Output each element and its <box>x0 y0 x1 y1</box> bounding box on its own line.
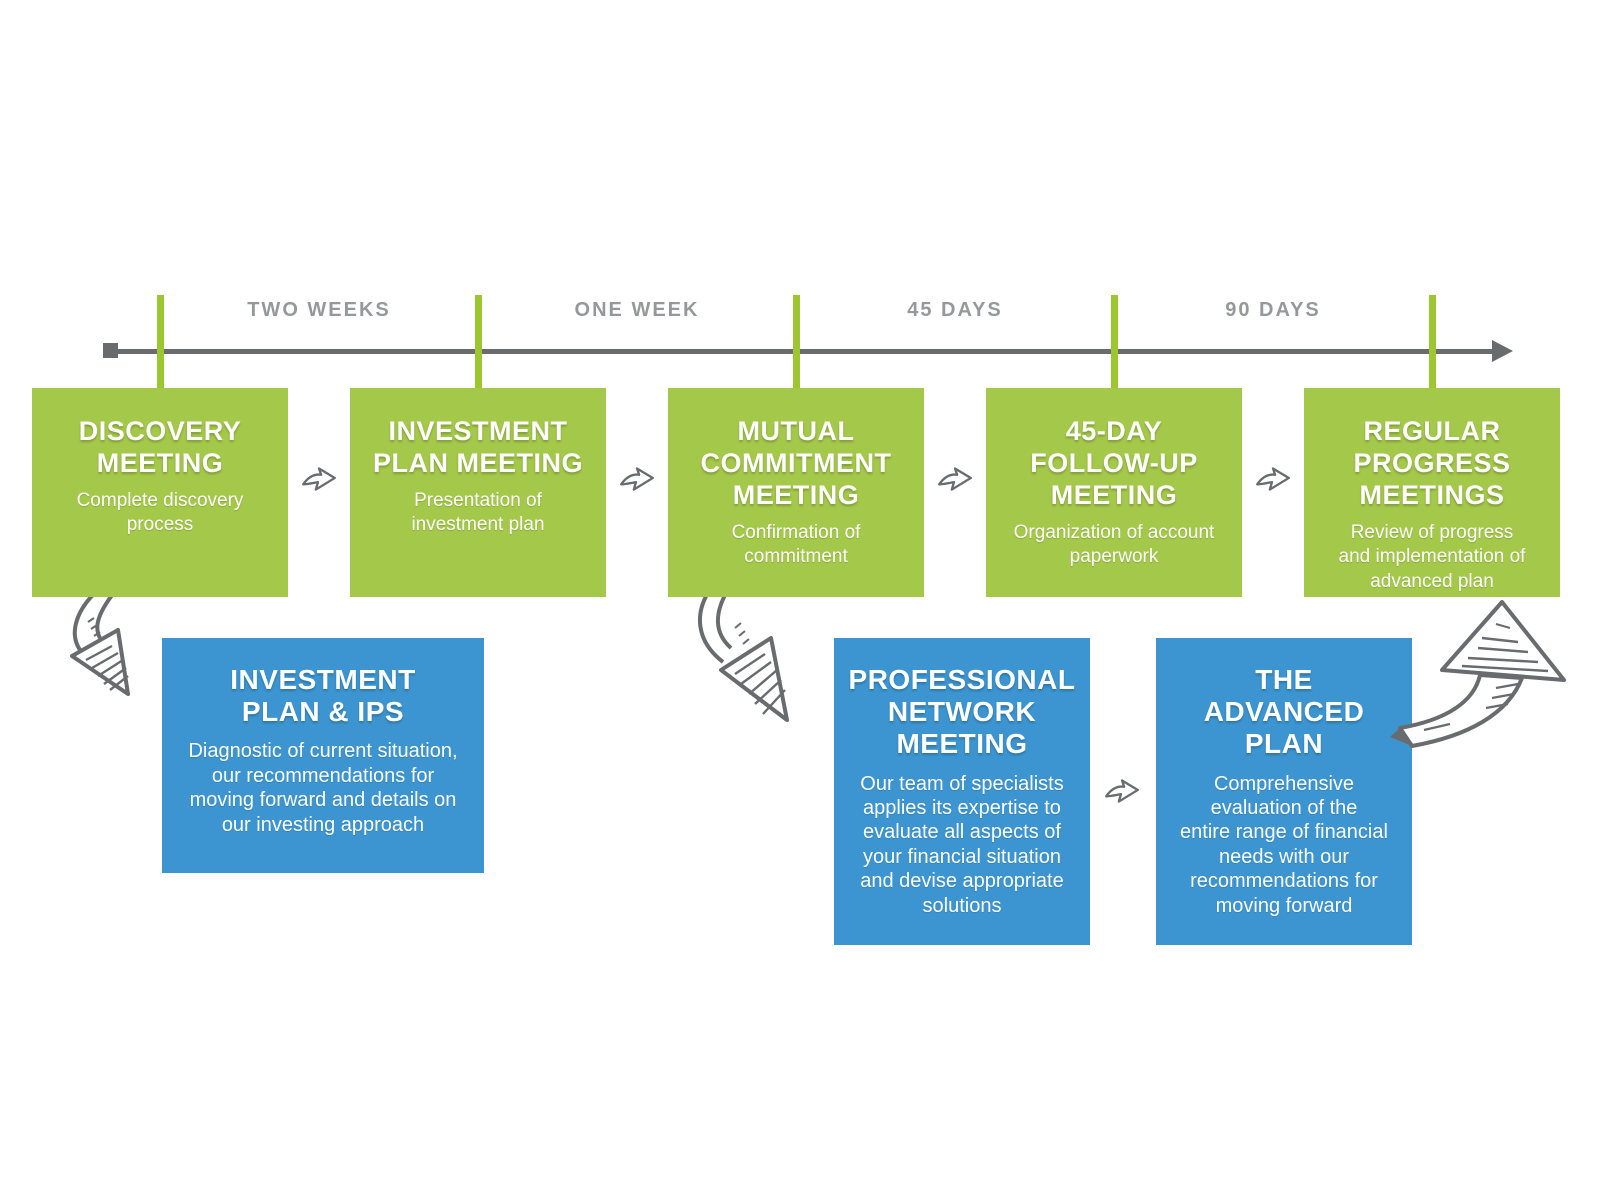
callout-description: Comprehensive evaluation of the entire r… <box>1180 772 1388 917</box>
timeline-tick-1 <box>157 295 164 389</box>
timeline-tick-4 <box>1111 295 1118 389</box>
timeline-tick-3 <box>793 295 800 389</box>
step-title: 45-DAY FOLLOW-UP MEETING <box>1030 416 1198 510</box>
callout-box-professional-network-meeting: PROFESSIONAL NETWORK MEETING Our team of… <box>834 638 1090 945</box>
timeline-arrowhead-icon <box>1492 340 1513 362</box>
step-title: REGULAR PROGRESS MEETINGS <box>1353 416 1511 510</box>
next-step-arrow-icon <box>1254 464 1292 494</box>
step-box-investment-plan-meeting: INVESTMENT PLAN MEETING Presentation of … <box>350 388 606 597</box>
callout-box-investment-plan-ips: INVESTMENT PLAN & IPS Diagnostic of curr… <box>162 638 484 873</box>
step-description: Review of progress and implementation of… <box>1338 521 1526 592</box>
next-step-arrow-icon <box>300 464 338 494</box>
curved-down-arrow-icon <box>683 586 818 730</box>
step-box-45-day-follow-up-meeting: 45-DAY FOLLOW-UP MEETING Organization of… <box>986 388 1242 597</box>
step-description: Presentation of investment plan <box>411 489 545 536</box>
timeline-interval-label: 90 DAYS <box>1225 299 1321 321</box>
timeline-tick-5 <box>1429 295 1436 389</box>
next-step-arrow-icon <box>1103 776 1141 806</box>
timeline-interval-label: 45 DAYS <box>907 299 1003 321</box>
callout-title: INVESTMENT PLAN & IPS <box>230 664 416 728</box>
callout-box-the-advanced-plan: THE ADVANCED PLAN Comprehensive evaluati… <box>1156 638 1412 945</box>
callout-description: Our team of specialists applies its expe… <box>860 772 1064 917</box>
step-title: DISCOVERY MEETING <box>78 416 242 478</box>
step-box-mutual-commitment-meeting: MUTUAL COMMITMENT MEETING Confirmation o… <box>668 388 924 597</box>
next-step-arrow-icon <box>618 464 656 494</box>
callout-description: Diagnostic of current situation, our rec… <box>188 740 458 836</box>
step-description: Confirmation of commitment <box>731 521 861 568</box>
callout-title: THE ADVANCED PLAN <box>1203 664 1365 760</box>
next-step-arrow-icon <box>936 464 974 494</box>
callout-title: PROFESSIONAL NETWORK MEETING <box>848 664 1076 760</box>
timeline-interval-label: ONE WEEK <box>574 299 700 321</box>
step-title: INVESTMENT PLAN MEETING <box>372 416 583 478</box>
step-description: Organization of account paperwork <box>1013 521 1215 568</box>
step-box-discovery-meeting: DISCOVERY MEETING Complete discovery pro… <box>32 388 288 597</box>
timeline-interval-label: TWO WEEKS <box>247 299 391 321</box>
step-title: MUTUAL COMMITMENT MEETING <box>700 416 892 510</box>
curved-down-arrow-icon <box>38 588 153 700</box>
timeline-tick-2 <box>475 295 482 389</box>
step-box-regular-progress-meetings: REGULAR PROGRESS MEETINGS Review of prog… <box>1304 388 1560 597</box>
step-description: Complete discovery process <box>76 489 244 536</box>
curved-up-arrow-icon <box>1378 596 1568 751</box>
